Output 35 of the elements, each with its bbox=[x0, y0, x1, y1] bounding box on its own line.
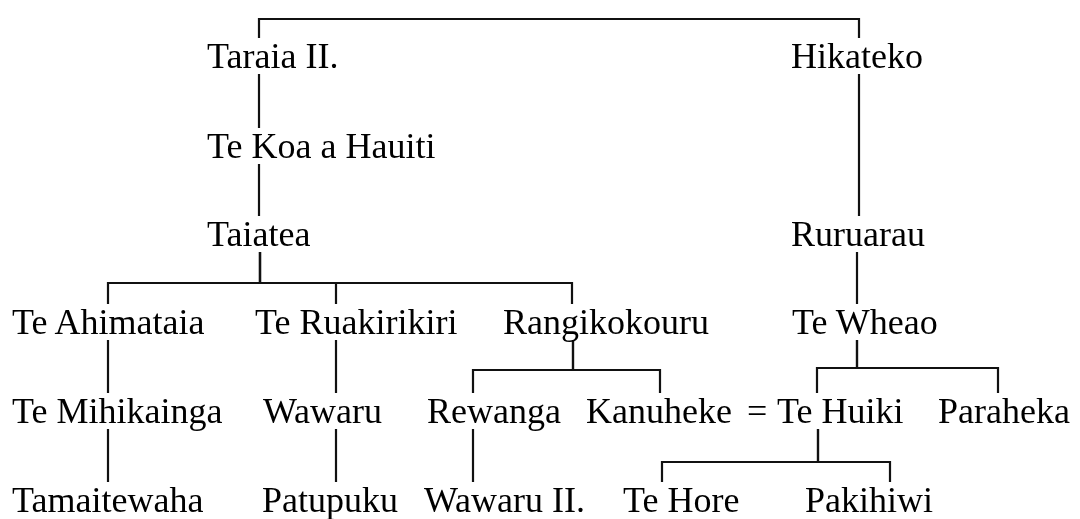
person-name: Ruruarau bbox=[791, 216, 925, 252]
lineage-line bbox=[855, 252, 859, 304]
lineage-line bbox=[471, 429, 475, 482]
person-name: Hikateko bbox=[791, 38, 923, 74]
lineage-line bbox=[257, 164, 261, 216]
person-name: Wawaru II. bbox=[424, 482, 585, 518]
person-name: Te Mihikainga bbox=[12, 393, 223, 429]
person-name: Rangikokouru bbox=[503, 304, 709, 340]
person-name: Tamaitewaha bbox=[12, 482, 204, 518]
person-name: Patupuku bbox=[262, 482, 398, 518]
lineage-line bbox=[857, 74, 861, 216]
person-name: Te Huiki bbox=[777, 393, 904, 429]
person-name: Te Ruakirikiri bbox=[255, 304, 458, 340]
lineage-line bbox=[258, 252, 574, 304]
person-name: Taraia II. bbox=[207, 38, 339, 74]
person-name: Taiatea bbox=[207, 216, 311, 252]
person-name: Te Koa a Hauiti bbox=[207, 128, 436, 164]
lineage-line bbox=[257, 17, 861, 38]
lineage-line bbox=[334, 429, 338, 482]
lineage-line bbox=[257, 74, 261, 128]
person-name: Kanuheke bbox=[586, 393, 732, 429]
person-name: Te Wheao bbox=[792, 304, 938, 340]
person-name: Pakihiwi bbox=[805, 482, 933, 518]
marriage-sign: = bbox=[747, 393, 768, 429]
person-name: Rewanga bbox=[427, 393, 561, 429]
person-name: Paraheka bbox=[938, 393, 1070, 429]
lineage-line bbox=[334, 340, 338, 393]
lineage-line bbox=[106, 429, 110, 482]
person-name: Te Ahimataia bbox=[12, 304, 205, 340]
person-name: Wawaru bbox=[263, 393, 383, 429]
lineage-line bbox=[571, 340, 662, 393]
lineage-line bbox=[106, 340, 110, 393]
lineage-line bbox=[855, 340, 1000, 393]
person-name: Te Hore bbox=[623, 482, 740, 518]
lineage-line bbox=[816, 429, 892, 482]
